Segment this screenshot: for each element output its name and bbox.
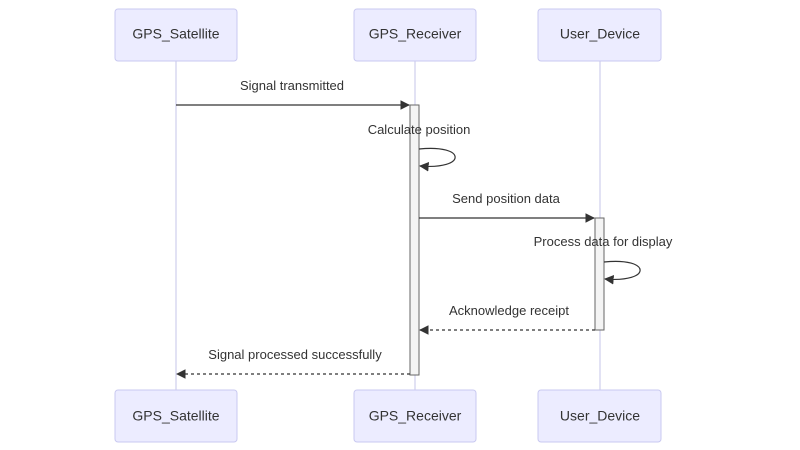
self-message-arrow (418, 147, 456, 172)
message-process-data: Process data for display (534, 234, 673, 285)
actor-label: GPS_Receiver (369, 408, 462, 424)
activation-user-device (594, 217, 605, 331)
message-signal-processed: Signal processed successfully (176, 347, 410, 379)
message-label: Calculate position (368, 122, 471, 137)
message-label: Signal transmitted (240, 78, 344, 93)
actor-gps-satellite-top: GPS_Satellite (114, 8, 238, 62)
activation-gps-receiver (409, 104, 420, 376)
actor-label: User_Device (560, 26, 640, 42)
actor-label: User_Device (560, 408, 640, 424)
actor-gps-receiver-bottom: GPS_Receiver (353, 389, 477, 443)
message-send-position-data: Send position data (419, 191, 595, 223)
actor-label: GPS_Receiver (369, 26, 462, 42)
message-label: Signal processed successfully (208, 347, 382, 362)
actor-label: GPS_Satellite (132, 26, 219, 42)
message-signal-transmitted: Signal transmitted (176, 78, 410, 110)
message-label: Acknowledge receipt (449, 303, 569, 318)
message-label: Process data for display (534, 234, 673, 249)
message-calculate-position: Calculate position (368, 122, 471, 172)
actor-label: GPS_Satellite (132, 408, 219, 424)
actor-gps-receiver-top: GPS_Receiver (353, 8, 477, 62)
actor-user-device-top: User_Device (537, 8, 662, 62)
actor-user-device-bottom: User_Device (537, 389, 662, 443)
message-label: Send position data (452, 191, 560, 206)
self-message-arrow (603, 260, 641, 285)
actor-gps-satellite-bottom: GPS_Satellite (114, 389, 238, 443)
message-acknowledge-receipt: Acknowledge receipt (419, 303, 595, 335)
